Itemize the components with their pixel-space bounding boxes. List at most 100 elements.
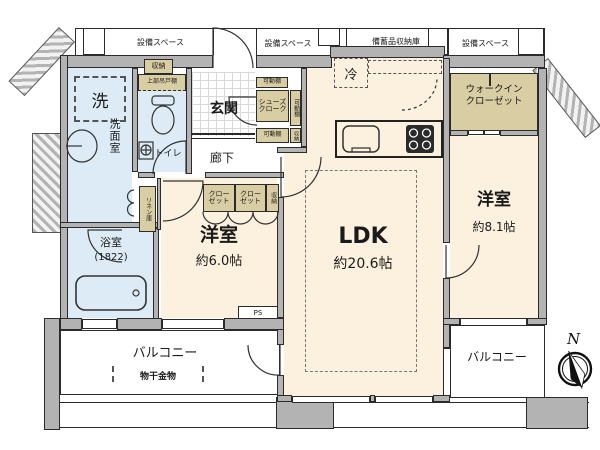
stock-storage-label: 備蓄品収納庫 bbox=[372, 37, 420, 46]
bathroom-label: 浴室 (1822) bbox=[78, 236, 144, 264]
wall-south-east-1 bbox=[443, 318, 460, 325]
wall-bath-right bbox=[153, 228, 159, 320]
bathroom-size: (1822) bbox=[94, 251, 128, 263]
entrance-label: 玄関 bbox=[210, 101, 238, 117]
wall-south-east-2 bbox=[527, 318, 547, 325]
closet-line2: ゼット bbox=[240, 197, 261, 205]
bathroom-name: 浴室 bbox=[100, 236, 122, 249]
wall-bedroom-west-left bbox=[157, 178, 161, 230]
ps-label: PS bbox=[253, 308, 263, 317]
wic-line2: クローゼット bbox=[465, 96, 523, 108]
storage-label: 収納 bbox=[293, 130, 300, 141]
roofline bbox=[75, 28, 545, 29]
shoes-line1: シューズ bbox=[258, 97, 287, 106]
shoes-line2: クローク bbox=[258, 105, 287, 113]
storage-small-sc: 収納 bbox=[290, 128, 301, 143]
wic-door-panel bbox=[484, 130, 500, 135]
closet-label: クロー ゼット bbox=[208, 189, 230, 206]
bedroom-east-floor bbox=[450, 136, 538, 318]
balcony-east-label: バルコニー bbox=[467, 350, 527, 364]
wall-south-3 bbox=[224, 318, 284, 330]
toilet-floor bbox=[138, 91, 186, 172]
kitchen-counter bbox=[335, 120, 443, 158]
pillar bbox=[318, 28, 340, 46]
movable-shelf-label: 可動棚 bbox=[292, 99, 300, 117]
movable-shelf-bottom: 可動棚 bbox=[256, 128, 289, 143]
balcony-east bbox=[450, 325, 545, 398]
entrance-door-arc bbox=[212, 27, 254, 69]
strip-tick bbox=[346, 28, 347, 46]
movable-shelf-top: 可動棚 bbox=[256, 77, 288, 88]
pillar bbox=[518, 28, 544, 55]
ldk-label: LDK 約20.6帖 bbox=[305, 222, 421, 274]
shoes-cloak: シューズ クローク bbox=[256, 90, 289, 122]
closet-line1: クロー bbox=[208, 189, 230, 198]
wall-south-2 bbox=[117, 318, 162, 330]
walk-in-closet-floor bbox=[450, 73, 538, 131]
wall-left bbox=[60, 55, 68, 330]
storage-bedroom-west: 収納 bbox=[266, 184, 279, 212]
closet-line1: クロー bbox=[240, 189, 261, 198]
wic-label: ウォークイン クローゼット bbox=[452, 84, 536, 109]
bedroom-west-label: 洋室 約6.0帖 bbox=[163, 222, 275, 271]
wall-washroom-right bbox=[132, 68, 138, 172]
washer-space: 洗 bbox=[74, 76, 126, 122]
wall-top-4 bbox=[443, 55, 545, 68]
ldk-name: LDK bbox=[338, 224, 388, 249]
compass: N bbox=[557, 330, 593, 390]
balcony-south bbox=[60, 330, 280, 395]
bedroom-east-area: 約8.1帖 bbox=[472, 219, 516, 234]
laundry-hardware-label: 物干金物 bbox=[139, 372, 176, 382]
window-ldk-east bbox=[443, 348, 451, 396]
linen-cabinet: リネン庫 bbox=[139, 186, 156, 232]
storage-above-toilet: 収納 bbox=[144, 59, 173, 74]
shoes-cloak-label: シューズ クローク bbox=[258, 97, 287, 114]
closet-line2: ゼット bbox=[208, 197, 230, 205]
wall-top-2 bbox=[256, 55, 332, 68]
hallway-label: 廊下 bbox=[209, 151, 234, 165]
window-ldk-south-2 bbox=[375, 396, 433, 403]
wall-ldk-right-mid bbox=[443, 278, 450, 348]
pipe-space: PS bbox=[238, 306, 278, 319]
closet-2: クロー ゼット bbox=[235, 184, 266, 212]
closet-label: クロー ゼット bbox=[240, 189, 261, 206]
wic-line1: ウォークイン bbox=[465, 84, 523, 95]
equipment-space-label-3: 設備スペース bbox=[461, 39, 510, 48]
wall-sc-right bbox=[301, 68, 307, 147]
strip-tick bbox=[544, 28, 545, 55]
equipment-space-label-2: 設備スペース bbox=[264, 39, 312, 48]
pillar bbox=[83, 28, 105, 55]
wall-ldk-right-up bbox=[443, 58, 450, 243]
window-ldk-south-1 bbox=[292, 396, 370, 403]
wall-corridor-bottom-1 bbox=[138, 172, 155, 178]
wall-top-3 bbox=[330, 46, 445, 58]
structure-block-left bbox=[44, 318, 60, 430]
wall-ldk-bottom-2 bbox=[370, 395, 375, 402]
washer-label: 洗 bbox=[91, 91, 109, 112]
wall-toilet-right bbox=[186, 68, 192, 174]
strip-tick bbox=[75, 28, 76, 55]
fridge-label: 冷 bbox=[344, 67, 358, 83]
wall-ldk-bottom-3 bbox=[433, 395, 450, 402]
movable-shelf-label: 可動棚 bbox=[262, 78, 281, 86]
window-bedroom-west bbox=[162, 319, 224, 329]
structure-block-right bbox=[526, 397, 588, 429]
movable-shelf-side: 可動棚 bbox=[290, 90, 301, 126]
strip-tick bbox=[213, 28, 214, 55]
wall-right bbox=[538, 68, 547, 325]
wic-door-panel bbox=[468, 130, 484, 135]
bedroom-east-name: 洋室 bbox=[477, 190, 511, 210]
closet-1: クロー ゼット bbox=[203, 184, 235, 212]
compass-needle bbox=[568, 350, 586, 390]
toilet-label: トイレ bbox=[154, 149, 182, 159]
window-bathroom bbox=[82, 319, 117, 329]
wall-ldk-jog bbox=[277, 147, 307, 153]
fridge-space: 冷 bbox=[334, 58, 368, 88]
linen-label: リネン庫 bbox=[144, 197, 152, 221]
movable-shelf-label: 可動棚 bbox=[263, 131, 282, 139]
wall-wic-bottom-1 bbox=[450, 130, 468, 136]
exterior-hatch-left bbox=[32, 133, 62, 233]
laundry-hook-mark bbox=[202, 366, 204, 382]
bedroom-west-area: 約6.0帖 bbox=[195, 253, 243, 269]
